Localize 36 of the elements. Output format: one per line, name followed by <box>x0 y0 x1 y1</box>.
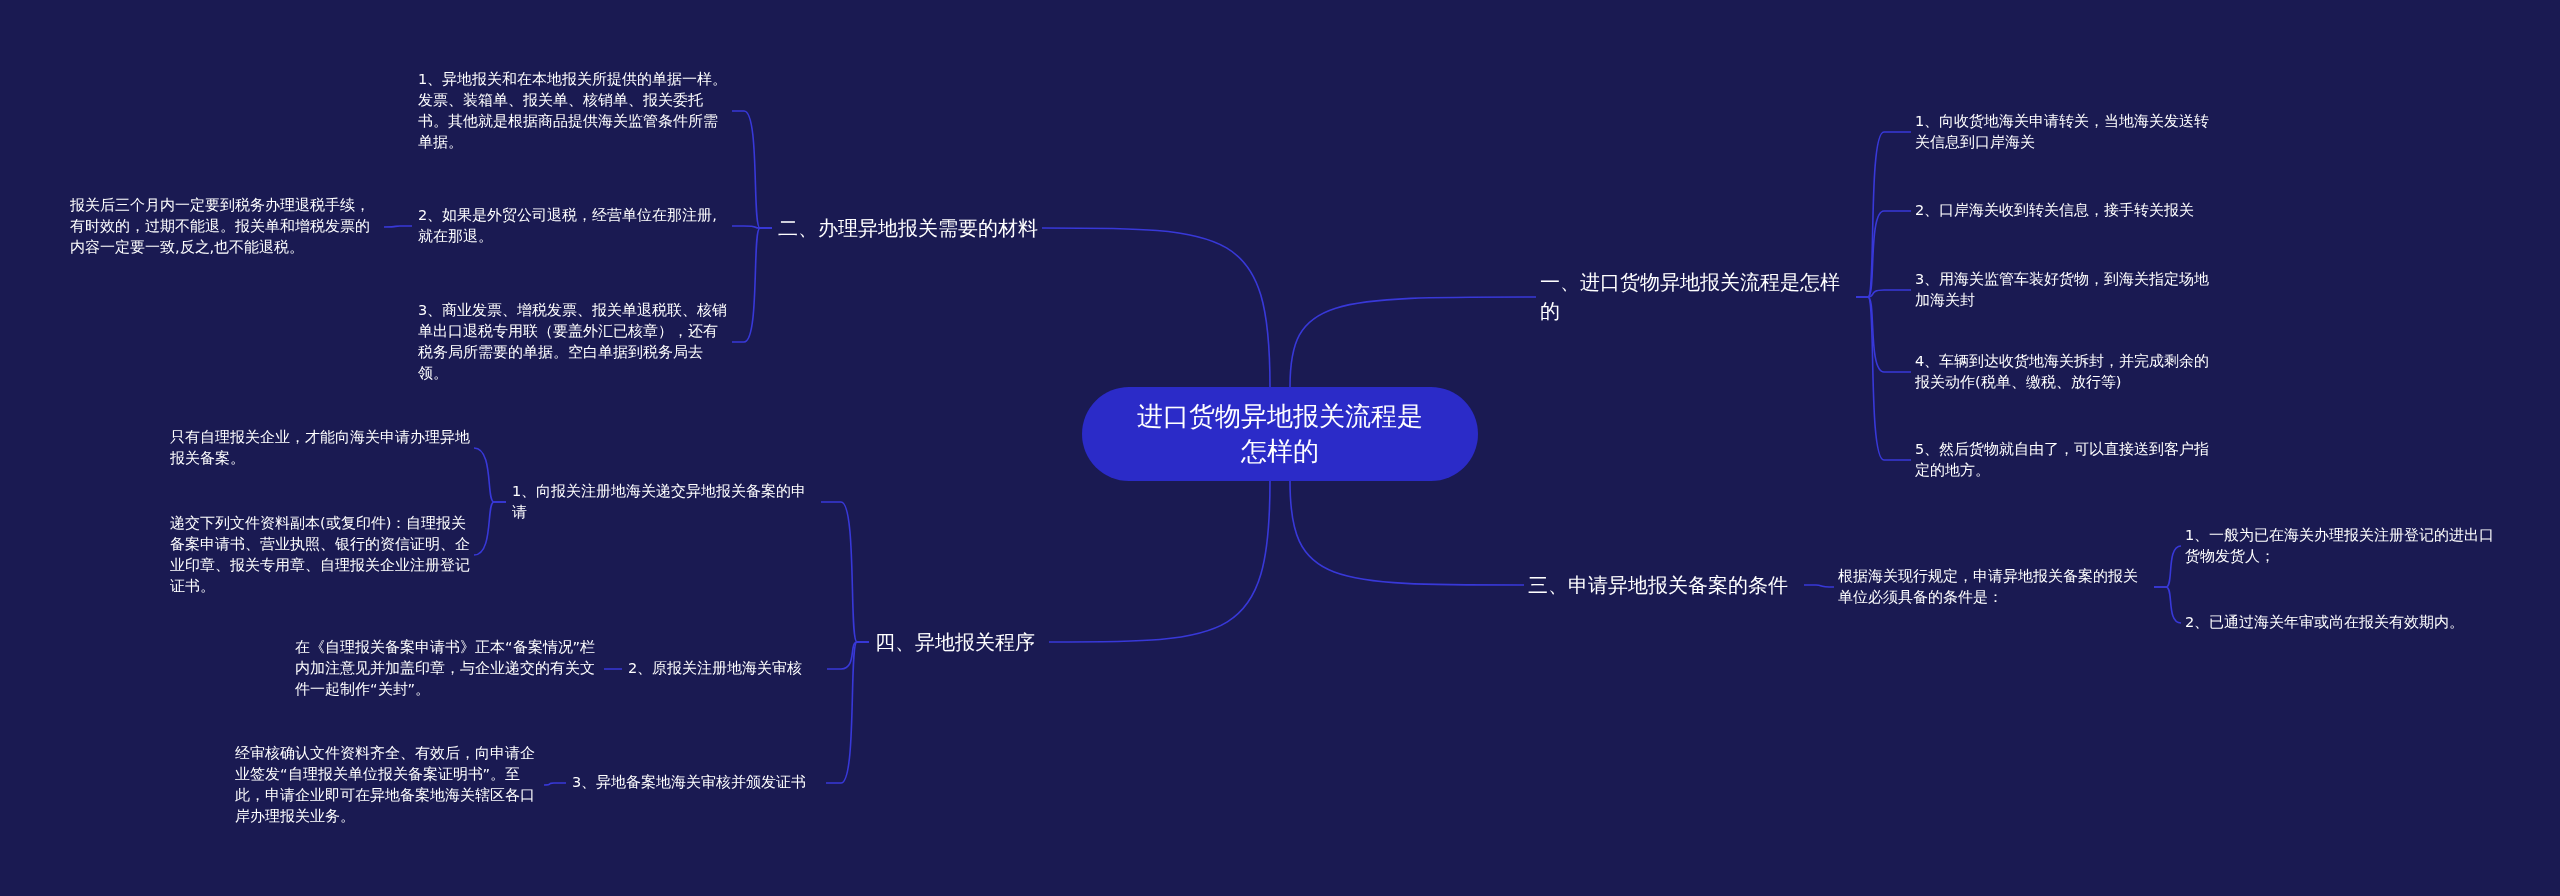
topic-text: 根据海关现行规定，申请异地报关备案的报关单位必须具备的条件是： <box>1838 566 2148 608</box>
connector-line <box>1803 584 1835 588</box>
connector-line <box>543 782 567 786</box>
connector-line <box>1048 480 1271 643</box>
topic-text: 2、已通过海关年审或尚在报关有效期内。 <box>2185 612 2495 634</box>
topic-text: 递交下列文件资料副本(或复印件)：自理报关备案申请书、营业执照、银行的资信证明、企业印章、报关专用章、自理报关企业注册登记证书。 <box>170 512 470 598</box>
connector-line <box>2153 586 2182 624</box>
topic-text: 1、一般为已在海关办理报关注册登记的进出口货物发货人； <box>2185 525 2495 567</box>
topic-text: 5、然后货物就自由了，可以直接送到客户指定的地方。 <box>1915 439 2215 481</box>
central-topic: 进口货物异地报关流程是怎样的 <box>1082 387 1478 481</box>
topic-text: 经审核确认文件资料齐全、有效后，向申请企业签发“自理报关单位报关备案证明书”。至此，申请企业即可在异地备案地海关辖区各口岸办理报关业务。 <box>235 742 540 828</box>
connector-line <box>1855 296 1912 461</box>
connector-line <box>603 668 623 670</box>
topic-text: 在《自理报关备案申请书》正本“备案情况”栏内加注意见并加盖印章，与企业递交的有关文件一起制作“关封”。 <box>295 637 600 701</box>
topic-text: 4、车辆到达收货地海关拆封，并完成剩余的报关动作(税单、缴税、放行等) <box>1915 351 2215 393</box>
topic-text: 1、向收货地海关申请转关，当地海关发送转关信息到口岸海关 <box>1915 111 2215 153</box>
branch-topic: 一、进口货物异地报关流程是怎样的 <box>1540 268 1850 326</box>
connector-line <box>1289 296 1537 388</box>
branch-topic: 二、办理异地报关需要的材料 <box>778 213 1038 243</box>
topic-text: 3、用海关监管车装好货物，到海关指定场地加海关封 <box>1915 269 2215 311</box>
connector-line <box>731 227 773 343</box>
topic-text: 2、如果是外贸公司退税，经营单位在那注册,就在那退。 <box>418 205 728 247</box>
topic-text: 2、口岸海关收到转关信息，接手转关报关 <box>1915 200 2215 222</box>
topic-text: 3、异地备案地海关审核并颁发证书 <box>572 772 822 794</box>
topic-text: 3、商业发票、增税发票、报关单退税联、核销单出口退税专用联（要盖外汇已核章），还有税务局所需要的单据。空白单据到税务局去领。 <box>418 299 728 385</box>
connector-line <box>473 501 507 556</box>
topic-text: 2、原报关注册地海关审核 <box>628 658 823 680</box>
topic-text: 报关后三个月内一定要到税务办理退税手续，有时效的，过期不能退。报关单和增税发票的内容一定要一致,反之,也不能退税。 <box>70 195 380 259</box>
connector-line <box>383 225 413 228</box>
topic-text: 1、异地报关和在本地报关所提供的单据一样。发票、装箱单、报关单、核销单、报关委托书。其他就是根据商品提供海关监管条件所需单据。 <box>418 68 728 154</box>
topic-text: 只有自理报关企业，才能向海关申请办理异地报关备案。 <box>170 427 470 469</box>
branch-topic: 四、异地报关程序 <box>875 627 1045 657</box>
connector-line <box>1289 480 1525 586</box>
connector-line <box>1041 227 1271 388</box>
topic-text: 1、向报关注册地海关递交异地报关备案的申请 <box>512 481 817 523</box>
branch-topic: 三、申请异地报关备案的条件 <box>1528 570 1798 600</box>
